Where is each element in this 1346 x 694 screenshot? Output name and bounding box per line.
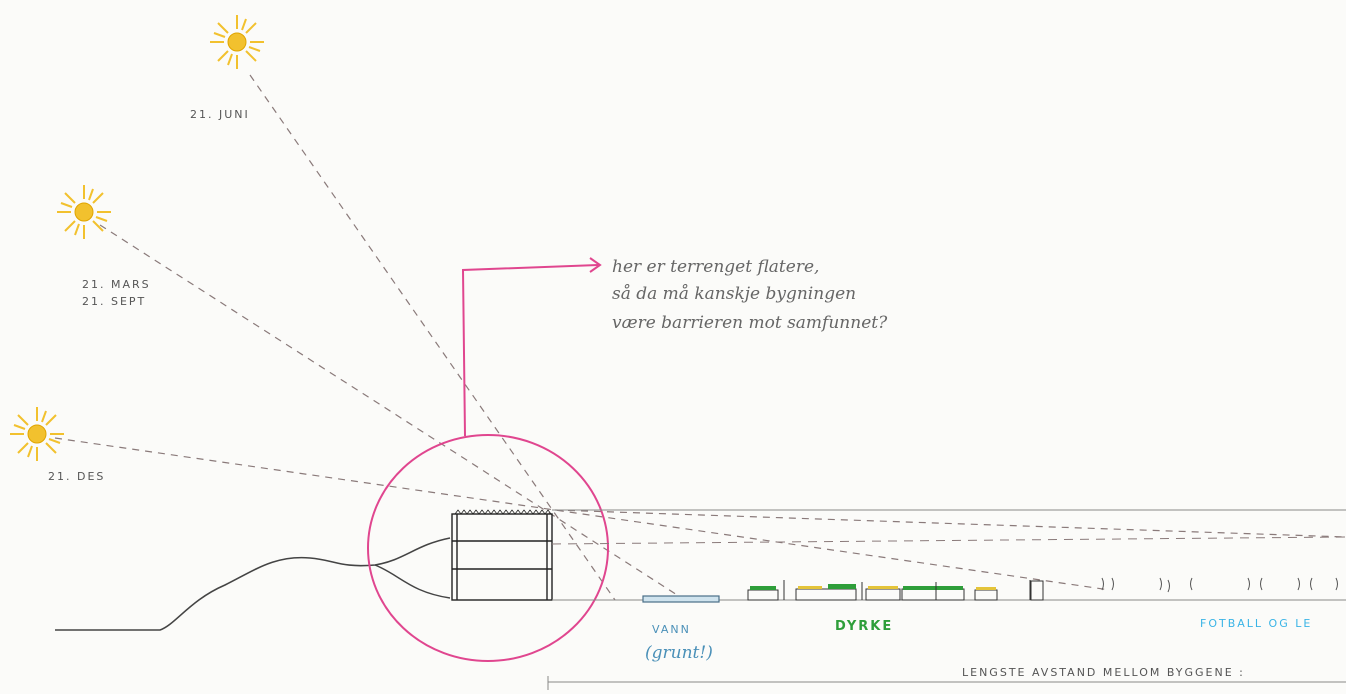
horizon-ray	[554, 509, 1346, 538]
people-figures	[1101, 577, 1338, 593]
label-june: 21. JUNI	[190, 108, 250, 121]
sun-icon-june	[210, 15, 264, 69]
label-sept: 21. SEPT	[82, 295, 146, 308]
farming-beds	[747, 580, 1044, 601]
june-sun-ray	[249, 74, 616, 601]
march-sun-ray	[99, 224, 686, 601]
footer-distance-label: LENGSTE AVSTAND MELLOM BYGGENE :	[962, 666, 1245, 679]
label-water-note: (grunt!)	[645, 643, 713, 663]
highlight-circle	[367, 434, 609, 662]
water-pool	[642, 595, 720, 603]
arrowhead-icon	[589, 257, 602, 273]
terrain-lower	[374, 564, 451, 599]
label-water: VANN	[652, 623, 691, 636]
december-sun-ray	[54, 437, 1111, 591]
annotation-line-3: være barrieren mot samfunnet?	[612, 313, 888, 333]
annotation-arrow	[461, 264, 599, 437]
sun-rays	[54, 74, 1346, 601]
label-play: FOTBALL OG LE	[1200, 617, 1312, 630]
sun-icon-march	[57, 185, 111, 239]
annotation-line-1: her er terrenget flatere,	[612, 257, 819, 277]
label-farming: DYRKE	[835, 619, 893, 634]
label-march: 21. MARS	[82, 278, 151, 291]
label-december: 21. DES	[48, 470, 105, 483]
annotation-line-2: så da må kanskje bygningen	[612, 284, 856, 304]
building-section	[451, 509, 553, 601]
terrain-hill	[55, 537, 451, 631]
sun-icon-december	[10, 407, 64, 461]
